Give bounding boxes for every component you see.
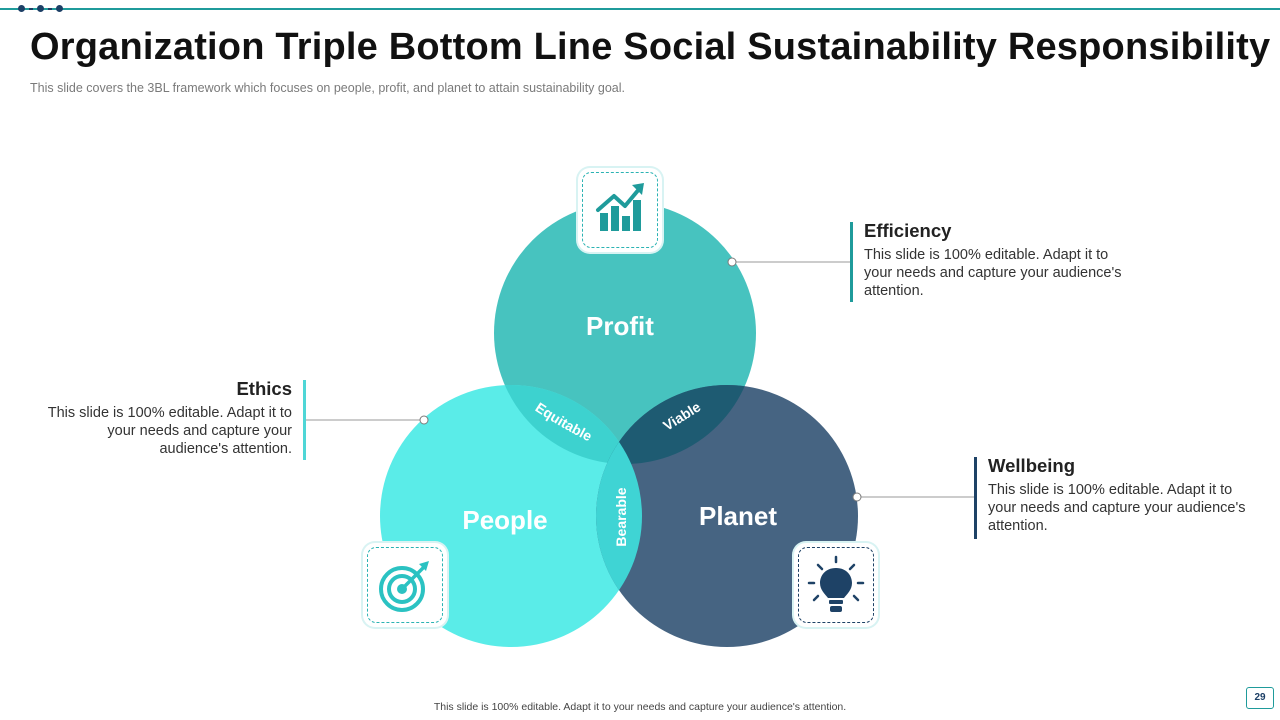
- wellbeing-title: Wellbeing: [988, 455, 1076, 476]
- wellbeing-callout: Wellbeing This slide is 100% editable. A…: [974, 455, 1250, 539]
- profit-people-overlap: [494, 385, 642, 464]
- efficiency-text: This slide is 100% editable. Adapt it to…: [864, 247, 1122, 299]
- people-icon-box: [363, 543, 447, 627]
- profit-icon-box: [578, 168, 662, 252]
- profit-label: Profit: [586, 311, 654, 341]
- wellbeing-connector: [852, 492, 976, 502]
- ethics-title: Ethics: [236, 378, 292, 399]
- wellbeing-text: This slide is 100% editable. Adapt it to…: [988, 482, 1246, 534]
- chart-growth-icon: [596, 183, 644, 231]
- planet-icon-box: [794, 543, 878, 627]
- profit-planet-overlap: [596, 385, 756, 464]
- efficiency-connector: [727, 257, 852, 267]
- page-title: Organization Triple Bottom Line Social S…: [30, 26, 1271, 68]
- ethics-callout: Ethics This slide is 100% editable. Adap…: [35, 378, 306, 460]
- efficiency-title: Efficiency: [864, 220, 952, 241]
- ethics-connector: [304, 415, 429, 425]
- lightbulb-icon: [807, 555, 865, 612]
- target-icon: [379, 561, 429, 612]
- people-label: People: [462, 505, 547, 535]
- planet-label: Planet: [699, 501, 777, 531]
- bearable-label: Bearable: [613, 487, 629, 546]
- top-dots-decoration: [18, 5, 63, 12]
- footer-note: This slide is 100% editable. Adapt it to…: [433, 701, 847, 713]
- efficiency-callout: Efficiency This slide is 100% editable. …: [850, 220, 1126, 302]
- page-subtitle: This slide covers the 3BL framework whic…: [30, 81, 626, 95]
- ethics-text: This slide is 100% editable. Adapt it to…: [47, 405, 292, 457]
- top-rule: [0, 8, 1280, 10]
- page-number: 29: [1246, 687, 1274, 709]
